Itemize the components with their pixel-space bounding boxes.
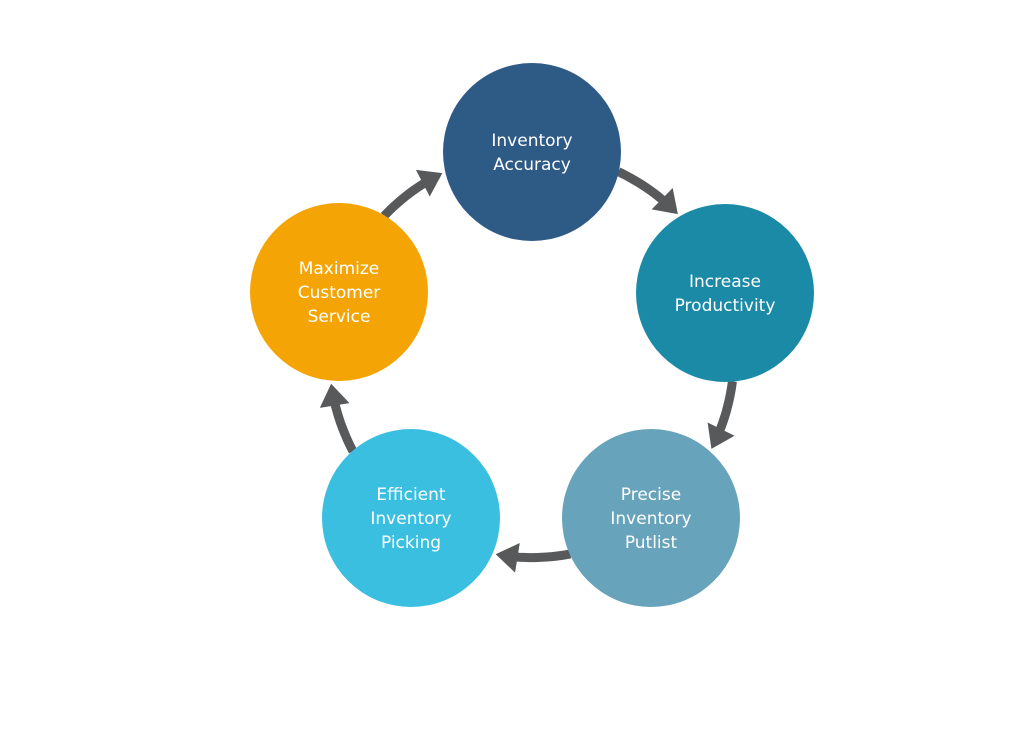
node-circle xyxy=(443,63,621,241)
node-label-line: Putlist xyxy=(625,533,678,553)
arrow-head-icon xyxy=(319,383,350,408)
arrow-head-icon xyxy=(495,542,520,573)
arrow-head-icon xyxy=(707,422,735,449)
node-label-line: Productivity xyxy=(675,296,776,316)
arrow-head-icon xyxy=(651,187,678,215)
node-label-line: Customer xyxy=(298,283,381,303)
node-label-line: Inventory xyxy=(491,131,572,151)
node-circle xyxy=(250,203,428,381)
node-label-line: Accuracy xyxy=(493,155,571,175)
node-label-line: Service xyxy=(308,307,371,327)
arrow-head-icon xyxy=(415,169,443,197)
node-circle xyxy=(562,429,740,607)
node-circle xyxy=(322,429,500,607)
arrows-layer xyxy=(319,167,737,573)
node-label-line: Efficient xyxy=(376,485,445,505)
node-label-line: Increase xyxy=(689,272,761,292)
node-label-line: Precise xyxy=(621,485,681,505)
nodes-layer: InventoryAccuracyIncreaseProductivityPre… xyxy=(250,63,814,607)
node-label-line: Inventory xyxy=(370,509,451,529)
node-label-line: Picking xyxy=(381,533,441,553)
node-circle xyxy=(636,204,814,382)
node-label-line: Inventory xyxy=(610,509,691,529)
node-label-line: Maximize xyxy=(299,259,380,279)
